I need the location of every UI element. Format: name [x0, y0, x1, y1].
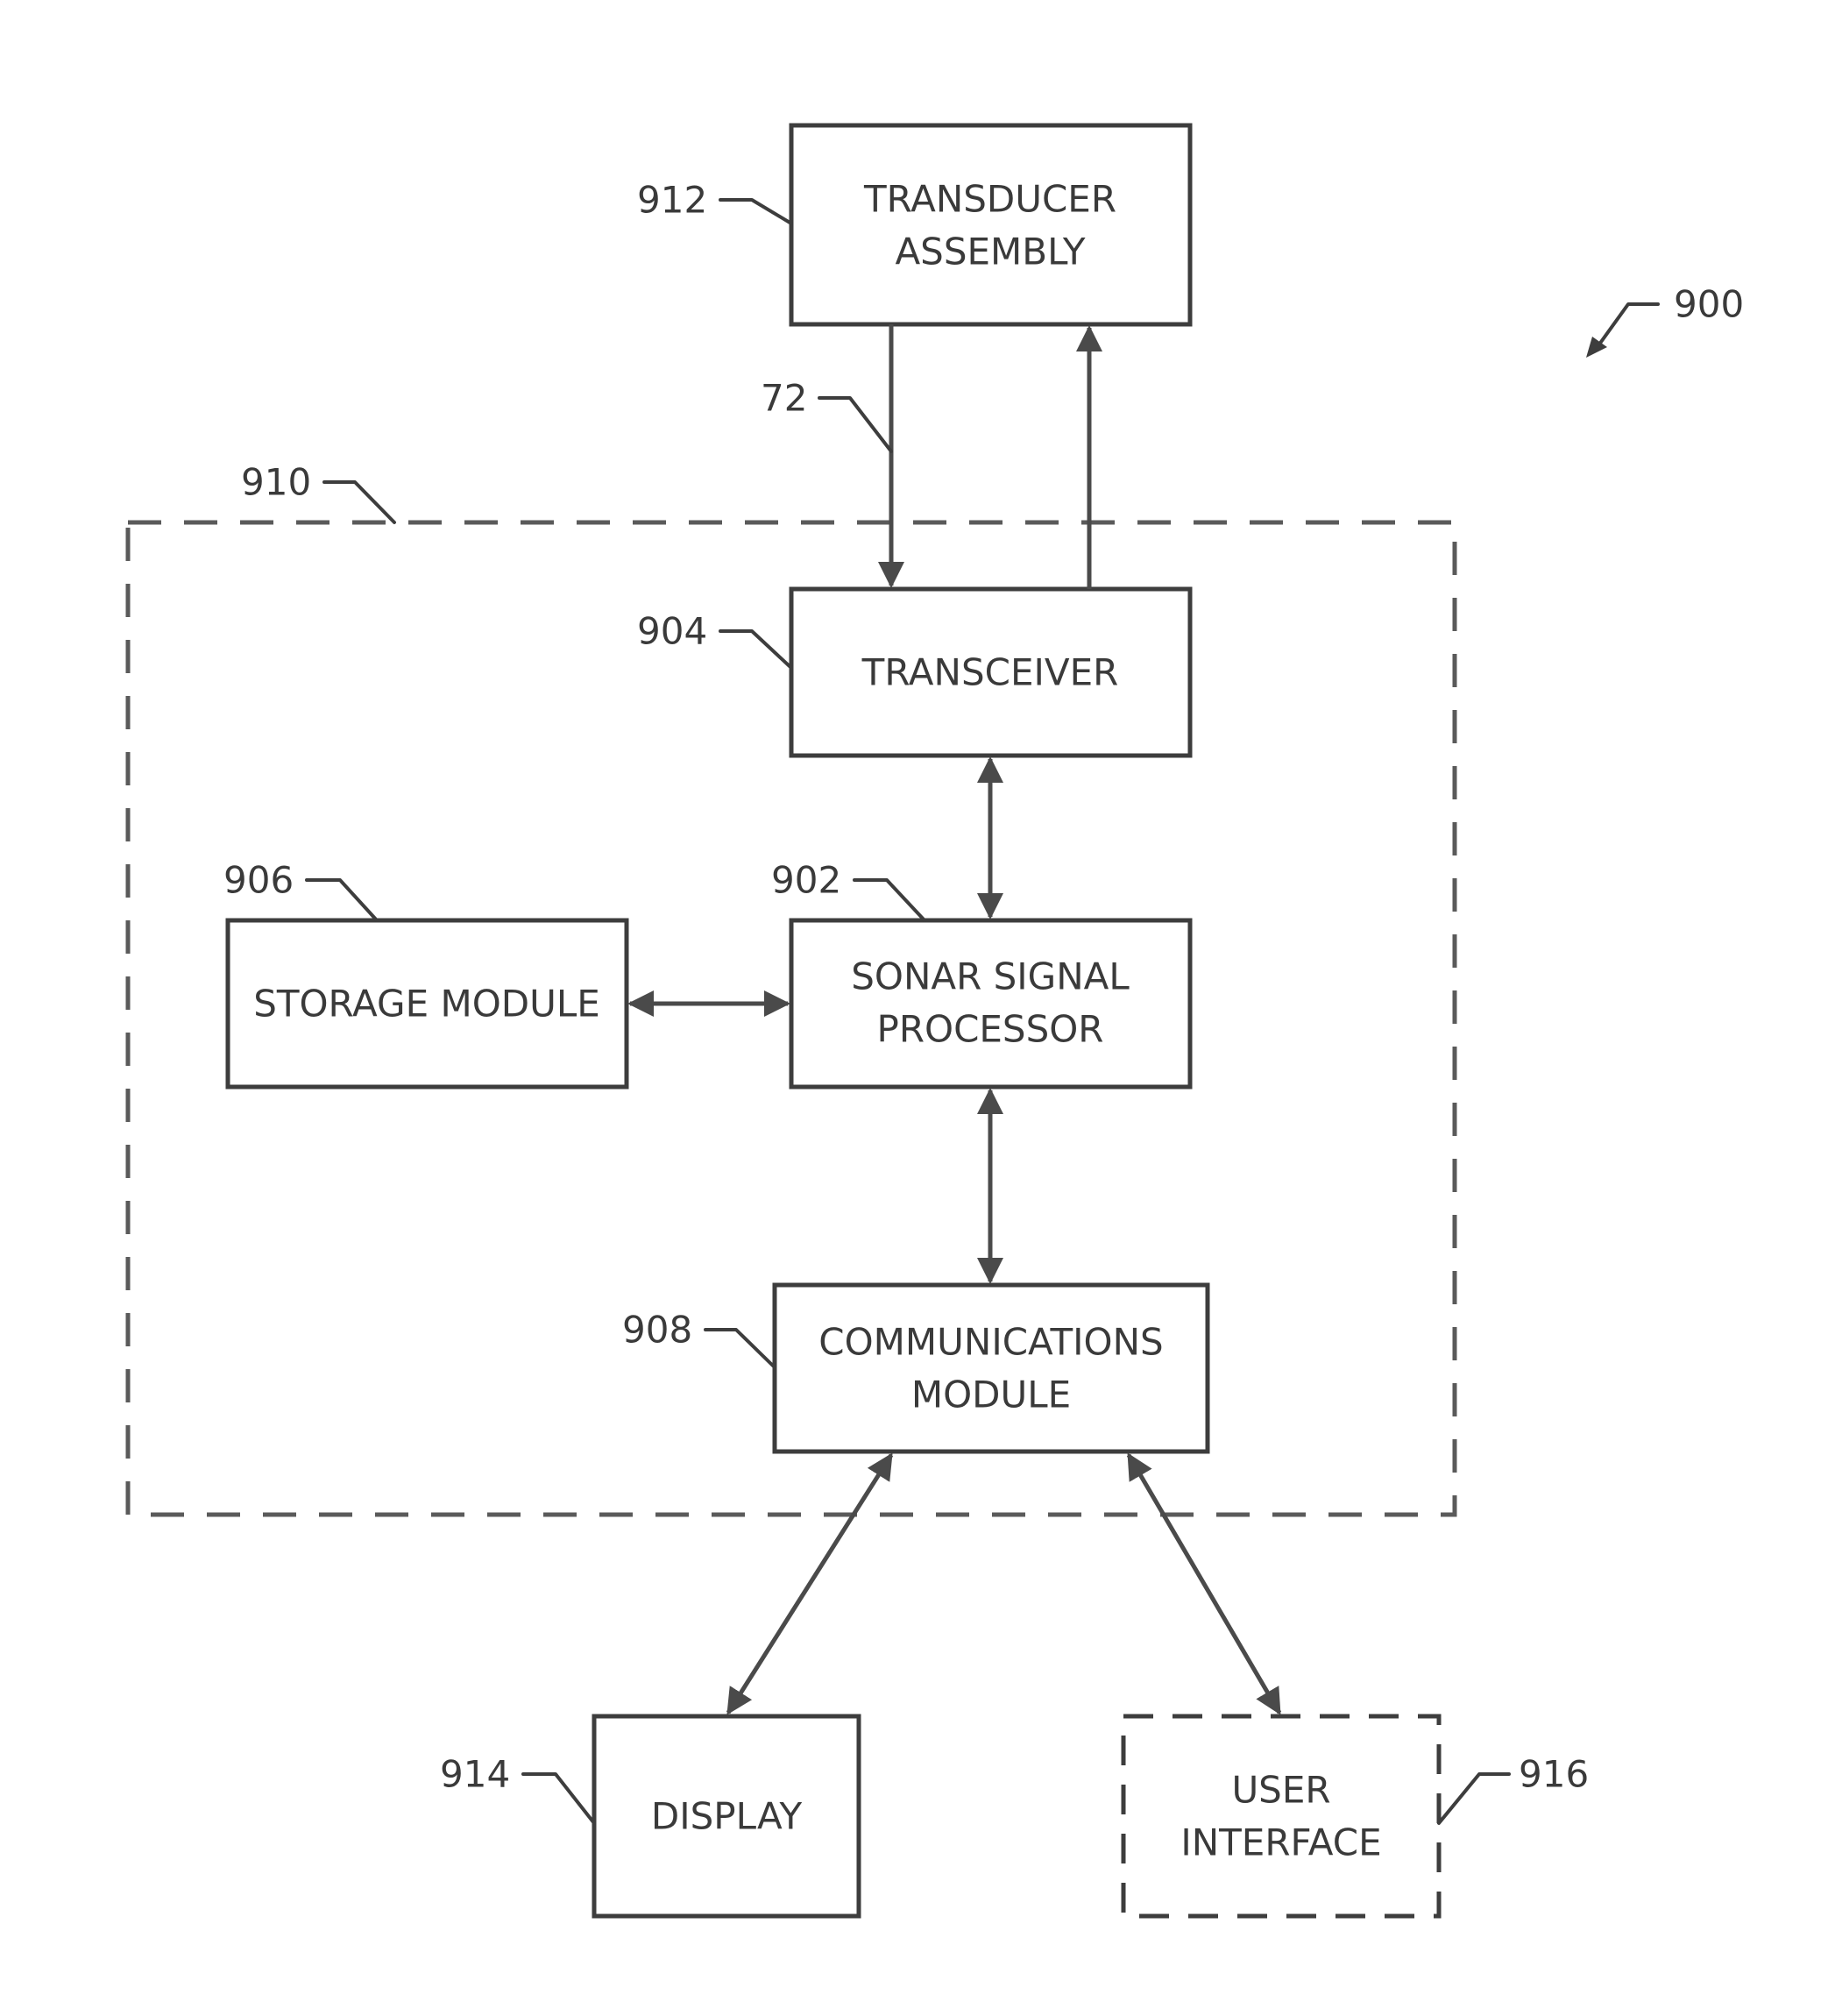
ref-900: 900: [1674, 283, 1744, 326]
link-communications-display: [728, 1455, 891, 1713]
leader-900: [1597, 304, 1658, 348]
ref-904: 904: [637, 610, 707, 653]
ref-916: 916: [1519, 1753, 1589, 1796]
storage-module-label: STORAGE MODULE: [253, 983, 600, 1026]
transducer-assembly-box: [791, 125, 1190, 324]
transducer-assembly-label-line2: ASSEMBLY: [895, 231, 1085, 273]
communications-module-label-line2: MODULE: [911, 1374, 1071, 1416]
ref-72: 72: [761, 377, 807, 420]
leader-908: [705, 1330, 775, 1367]
transceiver-label: TRANSCEIVER: [861, 651, 1119, 694]
ref-902: 902: [771, 859, 841, 902]
leader-906: [307, 880, 377, 920]
sonar-signal-processor-label-line2: PROCESSOR: [877, 1008, 1104, 1051]
user-interface-box: [1123, 1716, 1439, 1916]
communications-module-label-line1: COMMUNICATIONS: [818, 1321, 1163, 1364]
leader-910: [324, 482, 394, 522]
ref-914: 914: [440, 1753, 510, 1796]
ref-906: 906: [223, 859, 294, 902]
leader-902: [854, 880, 925, 920]
communications-module-box: [775, 1285, 1208, 1452]
leader-916: [1439, 1774, 1509, 1823]
user-interface-label-line2: INTERFACE: [1180, 1821, 1381, 1864]
link-communications-user-interface: [1129, 1455, 1279, 1713]
ref-912: 912: [637, 179, 707, 222]
leader-72: [819, 398, 891, 451]
user-interface-label-line1: USER: [1231, 1769, 1330, 1812]
leader-912: [720, 200, 791, 224]
ref-908: 908: [622, 1309, 692, 1352]
leader-904: [720, 631, 791, 668]
display-label: DISPLAY: [651, 1795, 803, 1838]
sonar-signal-processor-label-line1: SONAR SIGNAL: [851, 955, 1130, 998]
transducer-assembly-label-line1: TRANSDUCER: [863, 178, 1116, 221]
sonar-signal-processor-box: [791, 920, 1190, 1087]
ref-910: 910: [241, 461, 311, 504]
leader-914: [523, 1774, 594, 1823]
